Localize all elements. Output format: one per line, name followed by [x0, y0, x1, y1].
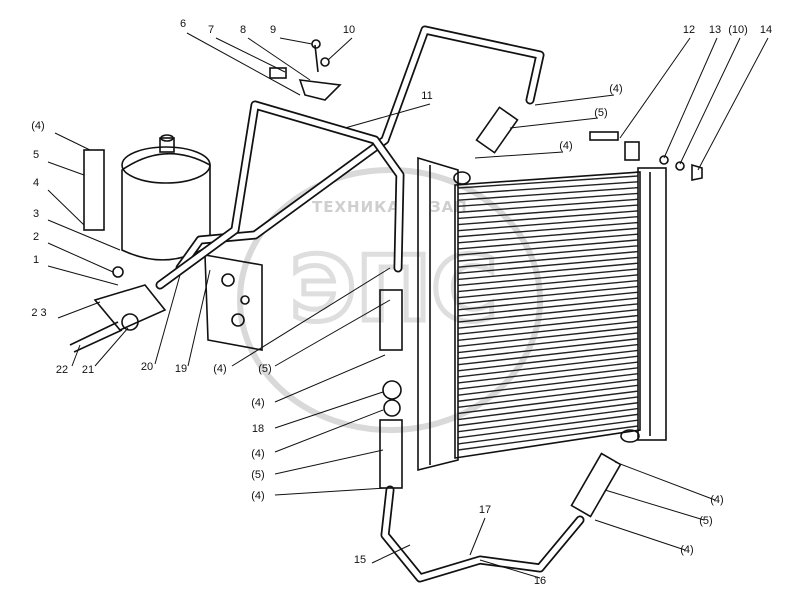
radiator-fin	[457, 192, 639, 207]
radiator-fin	[457, 291, 639, 311]
radiator-fin	[457, 250, 639, 268]
radiator-fin	[457, 384, 639, 409]
callout-c4l: (4)	[31, 120, 44, 132]
callout-c6: 6	[180, 18, 186, 30]
callout-c5: 5	[33, 149, 39, 161]
callout-c5b: (5)	[258, 363, 271, 375]
radiator-fin	[457, 367, 639, 390]
radiator-fin	[457, 262, 639, 281]
radiator-fin	[457, 198, 639, 214]
radiator-fin	[457, 413, 639, 439]
radiator-fin	[457, 320, 639, 342]
radiator-fin	[457, 343, 639, 366]
callout-c9: 9	[270, 24, 276, 36]
radiator-fin	[457, 425, 639, 451]
callout-c23: 2 3	[31, 307, 46, 319]
callout-c15: 15	[354, 554, 366, 566]
pipework	[155, 25, 585, 583]
radiator-fin	[457, 326, 639, 348]
callout-c7: 7	[208, 24, 214, 36]
callout-c10: 10	[343, 24, 355, 36]
callout-c4g: (4)	[710, 494, 723, 506]
radiator-fin	[457, 402, 639, 427]
radiator-fin	[457, 181, 639, 195]
radiator-fin	[457, 227, 639, 244]
callout-c4e: (4)	[251, 448, 264, 460]
radiator-fin	[457, 396, 639, 421]
radiator-fin	[457, 419, 639, 445]
watermark-text-right: ЗАП	[430, 198, 468, 216]
radiator-fin	[457, 239, 639, 256]
watermark-text-left: ТЕХНИКА	[312, 198, 400, 216]
callout-c18: 18	[252, 423, 264, 435]
radiator-fin	[457, 349, 639, 372]
radiator-fin	[457, 175, 639, 189]
callout-c16: 16	[534, 575, 546, 587]
radiator-fin	[457, 378, 639, 402]
radiator-fin	[457, 233, 639, 250]
callout-c4: 4	[33, 177, 39, 189]
callout-c19: 19	[175, 363, 187, 375]
callout-c3: 3	[33, 208, 39, 220]
radiator-fin	[457, 332, 639, 354]
callout-c20: 20	[141, 361, 153, 373]
callout-c4c: (4)	[213, 363, 226, 375]
callout-c4h: (4)	[680, 544, 693, 556]
callout-c4a: (4)	[609, 83, 622, 95]
hoses	[83, 106, 622, 518]
mounting-bracket	[204, 254, 263, 351]
callout-c22: 22	[56, 364, 68, 376]
radiator-fin	[457, 355, 639, 378]
radiator-fin	[457, 361, 639, 384]
radiator-core	[417, 156, 667, 472]
valve-body	[69, 266, 167, 353]
radiator-fin	[457, 221, 639, 238]
callout-c17: 17	[479, 504, 491, 516]
callout-c14: 14	[760, 24, 772, 36]
fasteners	[269, 39, 703, 181]
callout-c5c: (5)	[251, 469, 264, 481]
radiator-fin	[457, 279, 639, 299]
callout-c11: 11	[421, 90, 432, 102]
callout-c4b: (4)	[559, 140, 572, 152]
radiator-fin	[457, 285, 639, 305]
radiator-fin	[457, 210, 639, 226]
callout-c10b: (10)	[728, 24, 748, 36]
callout-c13: 13	[709, 24, 721, 36]
radiator-fin	[457, 338, 639, 360]
radiator-fin	[457, 309, 639, 329]
callout-c12: 12	[683, 24, 695, 36]
callout-c5a: (5)	[594, 107, 607, 119]
radiator-fin	[457, 297, 639, 317]
radiator-fin	[457, 407, 639, 433]
radiator-fin	[457, 390, 639, 415]
radiator-fin	[457, 186, 639, 201]
callout-c1: 1	[33, 254, 39, 266]
callout-c5d: (5)	[699, 515, 712, 527]
callout-c4f: (4)	[251, 490, 264, 502]
radiator-fin	[457, 314, 639, 335]
callout-c2: 2	[33, 231, 39, 243]
callout-c21: 21	[82, 364, 94, 376]
radiator-fin	[457, 268, 639, 287]
callout-c4d: (4)	[251, 397, 264, 409]
leader-lines	[47, 32, 769, 579]
radiator-fin	[457, 215, 639, 232]
radiator-fin	[457, 245, 639, 262]
radiator-fin	[457, 303, 639, 323]
callout-c8: 8	[240, 24, 246, 36]
radiator-fin	[457, 372, 639, 396]
radiator-fin	[457, 204, 639, 220]
radiator-fin	[457, 256, 639, 274]
radiator-fin	[457, 274, 639, 293]
